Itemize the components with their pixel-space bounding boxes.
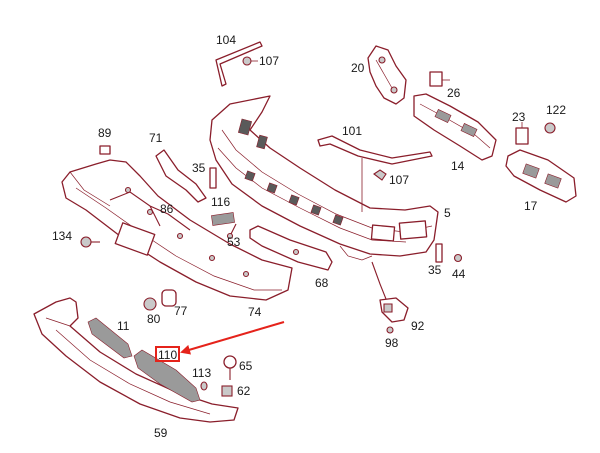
highlight-callout-label: 110 bbox=[158, 348, 178, 362]
part-74-bumper-carrier[interactable] bbox=[61, 159, 293, 301]
label-134: 134 bbox=[52, 229, 73, 243]
part-89-bracket[interactable] bbox=[99, 145, 111, 155]
label-77: 77 bbox=[174, 304, 188, 318]
part-116-grille-insert[interactable] bbox=[211, 212, 235, 226]
part-62-nut[interactable] bbox=[221, 385, 233, 397]
part-44-nut[interactable] bbox=[453, 253, 463, 263]
label-5: 5 bbox=[444, 206, 451, 220]
label-107-lower: 107 bbox=[389, 173, 410, 187]
label-71: 71 bbox=[149, 131, 163, 145]
label-11: 11 bbox=[117, 319, 130, 333]
part-20-mounting-bracket[interactable] bbox=[367, 45, 407, 105]
part-86-wiring[interactable] bbox=[109, 191, 191, 231]
label-14: 14 bbox=[451, 159, 465, 173]
label-80: 80 bbox=[147, 312, 161, 326]
part-59-front-spoiler[interactable] bbox=[33, 297, 239, 423]
part-77-buffer[interactable] bbox=[161, 289, 177, 307]
part-23-bracket[interactable] bbox=[515, 122, 529, 145]
part-35-bolt-upper[interactable] bbox=[209, 167, 217, 189]
part-80-grommet[interactable] bbox=[143, 297, 157, 311]
label-86: 86 bbox=[160, 202, 174, 216]
label-35-upper: 35 bbox=[192, 161, 206, 175]
part-5-bumper-cover[interactable] bbox=[209, 95, 439, 261]
part-65-screw[interactable] bbox=[223, 355, 237, 380]
part-17-impact-absorber[interactable] bbox=[505, 149, 577, 203]
part-11-side-grille[interactable] bbox=[87, 317, 133, 359]
part-98-clip[interactable] bbox=[386, 326, 394, 334]
label-20: 20 bbox=[351, 61, 365, 75]
label-101: 101 bbox=[342, 124, 363, 138]
part-107-clip-upper[interactable] bbox=[242, 56, 258, 66]
highlight-callout-box[interactable]: 110 bbox=[155, 346, 180, 362]
part-107-clip-lower[interactable] bbox=[373, 169, 387, 181]
part-26-clip[interactable] bbox=[429, 71, 450, 87]
label-44: 44 bbox=[452, 267, 466, 281]
label-92: 92 bbox=[411, 319, 425, 333]
label-104: 104 bbox=[216, 33, 237, 47]
part-68-lower-strip[interactable] bbox=[249, 225, 333, 271]
part-92-bracket[interactable] bbox=[371, 261, 409, 323]
label-113: 113 bbox=[192, 366, 212, 380]
part-53-bolt[interactable] bbox=[226, 223, 237, 240]
part-14-reinforcement-bar[interactable] bbox=[413, 93, 497, 161]
label-62: 62 bbox=[237, 384, 251, 398]
label-35-lower: 35 bbox=[428, 263, 442, 277]
label-122: 122 bbox=[546, 103, 567, 117]
label-65: 65 bbox=[239, 359, 253, 373]
label-17: 17 bbox=[524, 199, 538, 213]
part-113-fastener[interactable] bbox=[200, 381, 208, 391]
label-89: 89 bbox=[98, 126, 112, 140]
part-104-trim-strip[interactable] bbox=[215, 41, 263, 87]
label-107-upper: 107 bbox=[259, 54, 280, 68]
label-53: 53 bbox=[227, 235, 241, 249]
part-101-upper-strip[interactable] bbox=[317, 135, 433, 212]
label-116: 116 bbox=[211, 195, 231, 209]
label-98: 98 bbox=[385, 336, 399, 350]
label-26: 26 bbox=[447, 86, 461, 100]
part-71-side-trim[interactable] bbox=[155, 149, 207, 203]
label-74: 74 bbox=[248, 305, 262, 319]
part-35-bolt-lower[interactable] bbox=[435, 243, 443, 263]
part-110-center-grille[interactable] bbox=[133, 349, 201, 403]
callout-arrow bbox=[180, 321, 285, 355]
part-134-screw[interactable] bbox=[80, 236, 100, 248]
label-59: 59 bbox=[154, 426, 168, 440]
label-23: 23 bbox=[512, 110, 526, 124]
label-68: 68 bbox=[315, 276, 329, 290]
part-122-nut[interactable] bbox=[544, 122, 556, 134]
